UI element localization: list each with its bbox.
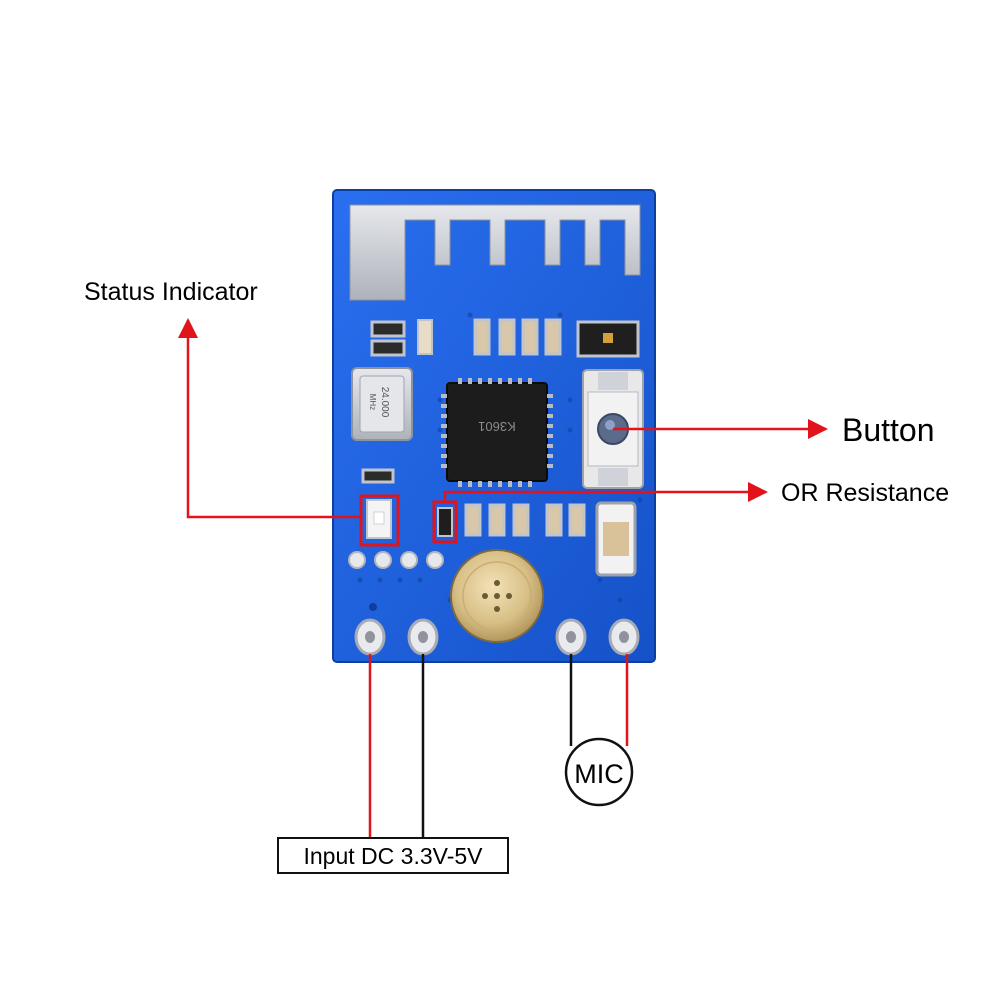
mic-symbol-circle — [564, 737, 634, 807]
callout-button: Button — [613, 412, 935, 448]
electret-microphone — [450, 549, 544, 643]
callout-status-indicator: Status Indicator — [84, 278, 400, 547]
antenna-trace — [349, 204, 641, 301]
bottom-pin-pads — [354, 603, 640, 656]
input-dc-box — [277, 837, 509, 874]
button-label: Button — [842, 412, 935, 448]
crystal-label-line1: 24.000 — [379, 387, 390, 418]
callout-or-resistance: OR Resistance — [432, 479, 949, 544]
smd-resistor-group-top-left — [370, 319, 433, 357]
callout-input-dc: Input DC 3.3V-5V — [277, 654, 509, 874]
zero-ohm-resistor — [437, 507, 453, 537]
regulator-chip — [576, 320, 640, 358]
or-resistance-label: OR Resistance — [781, 479, 949, 507]
status-indicator-label: Status Indicator — [84, 278, 258, 306]
status-indicator-highlight — [359, 494, 400, 547]
callout-mic: MIC — [564, 654, 634, 807]
large-capacitor — [595, 501, 637, 577]
main-ic: K3601 — [441, 378, 553, 487]
smd-capacitor-group-top — [473, 318, 562, 356]
status-led — [361, 468, 395, 539]
smd-capacitor-group-mid — [464, 503, 586, 537]
test-pad-row — [348, 551, 444, 569]
ic-marking: K3601 — [478, 419, 516, 434]
crystal-label-line2: MHz — [368, 394, 377, 410]
mic-label: MIC — [574, 759, 624, 789]
status-indicator-leader — [178, 318, 361, 519]
input-dc-label: Input DC 3.3V-5V — [304, 843, 484, 869]
or-resistance-leader — [443, 482, 768, 502]
pcb-board: 24.000 MHz — [332, 189, 656, 663]
crystal-oscillator: 24.000 MHz — [351, 367, 413, 441]
